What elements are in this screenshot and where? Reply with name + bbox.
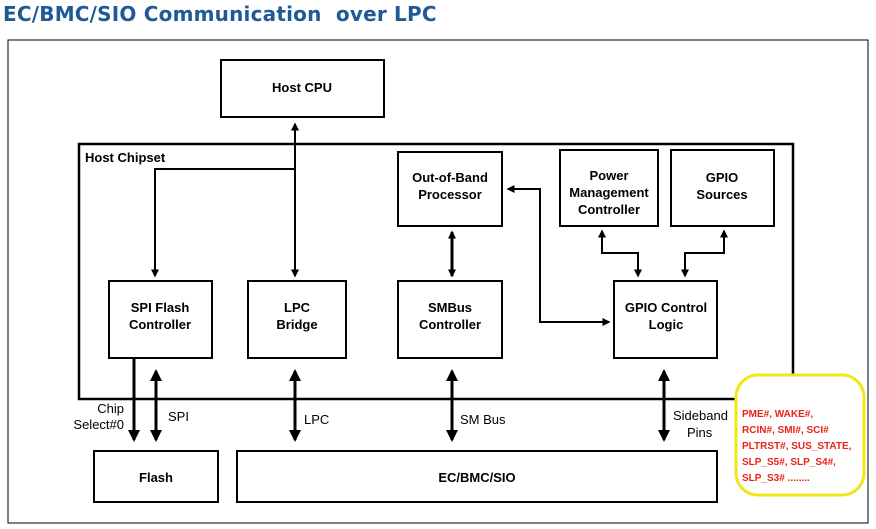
host-chipset-boundary — [77, 142, 795, 401]
sideband-label-line1: Sideband — [673, 408, 728, 423]
host-cpu-block: Host CPU — [220, 59, 385, 118]
lpc-bridge-label-line1: LPC — [284, 300, 311, 315]
lpc-bridge-label-line2: Bridge — [276, 317, 317, 332]
callout-line3: PLTRST#, SUS_STATE, — [742, 441, 852, 452]
power-mgmt-label-line3: Controller — [578, 202, 640, 217]
callout-line2: RCIN#, SMI#, SCI# — [742, 425, 829, 436]
gpio-sources-label-line2: Sources — [696, 187, 747, 202]
callout-line5: SLP_S3# ........ — [742, 473, 810, 484]
spi-label: SPI — [168, 409, 189, 424]
spi-flash-ctrl-label-line1: SPI Flash — [131, 300, 190, 315]
out-of-band-label-line1: Out-of-Band — [412, 170, 488, 185]
out-of-band-label-line2: Processor — [418, 187, 482, 202]
spi-flash-controller-block: SPI Flash Controller — [108, 280, 213, 359]
ec-bmc-sio-block: EC/BMC/SIO — [236, 450, 718, 503]
chip-select-label-line1: Chip — [97, 401, 124, 416]
gpio-sources-block: GPIO Sources — [670, 149, 775, 227]
gpio-sources-label-line1: GPIO — [706, 170, 739, 185]
sideband-signals-callout: PME#, WAKE#, RCIN#, SMI#, SCI# PLTRST#, … — [734, 373, 866, 497]
sm-bus-label: SM Bus — [460, 412, 506, 427]
flash-label: Flash — [139, 470, 173, 485]
lpc-label: LPC — [304, 412, 329, 427]
power-mgmt-to-gpio-connector — [598, 229, 642, 278]
chip-select-label-line2: Select#0 — [73, 417, 124, 432]
callout-line4: SLP_S5#, SLP_S4#, — [742, 457, 836, 468]
page-title: EC/BMC/SIO Communication over LPC — [3, 2, 437, 26]
smbus-controller-block: SMBus Controller — [397, 280, 503, 359]
ec-bmc-sio-label: EC/BMC/SIO — [438, 470, 515, 485]
flash-block: Flash — [93, 450, 219, 503]
oob-to-gpio-connector — [506, 185, 611, 326]
cpu-to-spi-flash-connector — [151, 168, 295, 278]
host-chipset-label: Host Chipset — [85, 150, 166, 165]
gpio-sources-to-gpio-connector — [681, 229, 728, 278]
out-of-band-processor-block: Out-of-Band Processor — [397, 151, 503, 227]
gpio-control-logic-block: GPIO Control Logic — [613, 280, 718, 359]
smbus-ctrl-label-line1: SMBus — [428, 300, 472, 315]
power-mgmt-label-line2: Management — [569, 185, 649, 200]
power-management-controller-block: Power Management Controller — [559, 149, 659, 227]
host-cpu-label: Host CPU — [272, 80, 332, 95]
spi-flash-ctrl-label-line2: Controller — [129, 317, 191, 332]
smbus-ctrl-label-line2: Controller — [419, 317, 481, 332]
gpio-ctrl-label-line2: Logic — [649, 317, 684, 332]
power-mgmt-label-line1: Power — [589, 168, 628, 183]
sideband-label-line2: Pins — [687, 425, 713, 440]
gpio-ctrl-label-line1: GPIO Control — [625, 300, 707, 315]
callout-line1: PME#, WAKE#, — [742, 409, 813, 420]
lpc-bridge-block: LPC Bridge — [247, 280, 347, 359]
